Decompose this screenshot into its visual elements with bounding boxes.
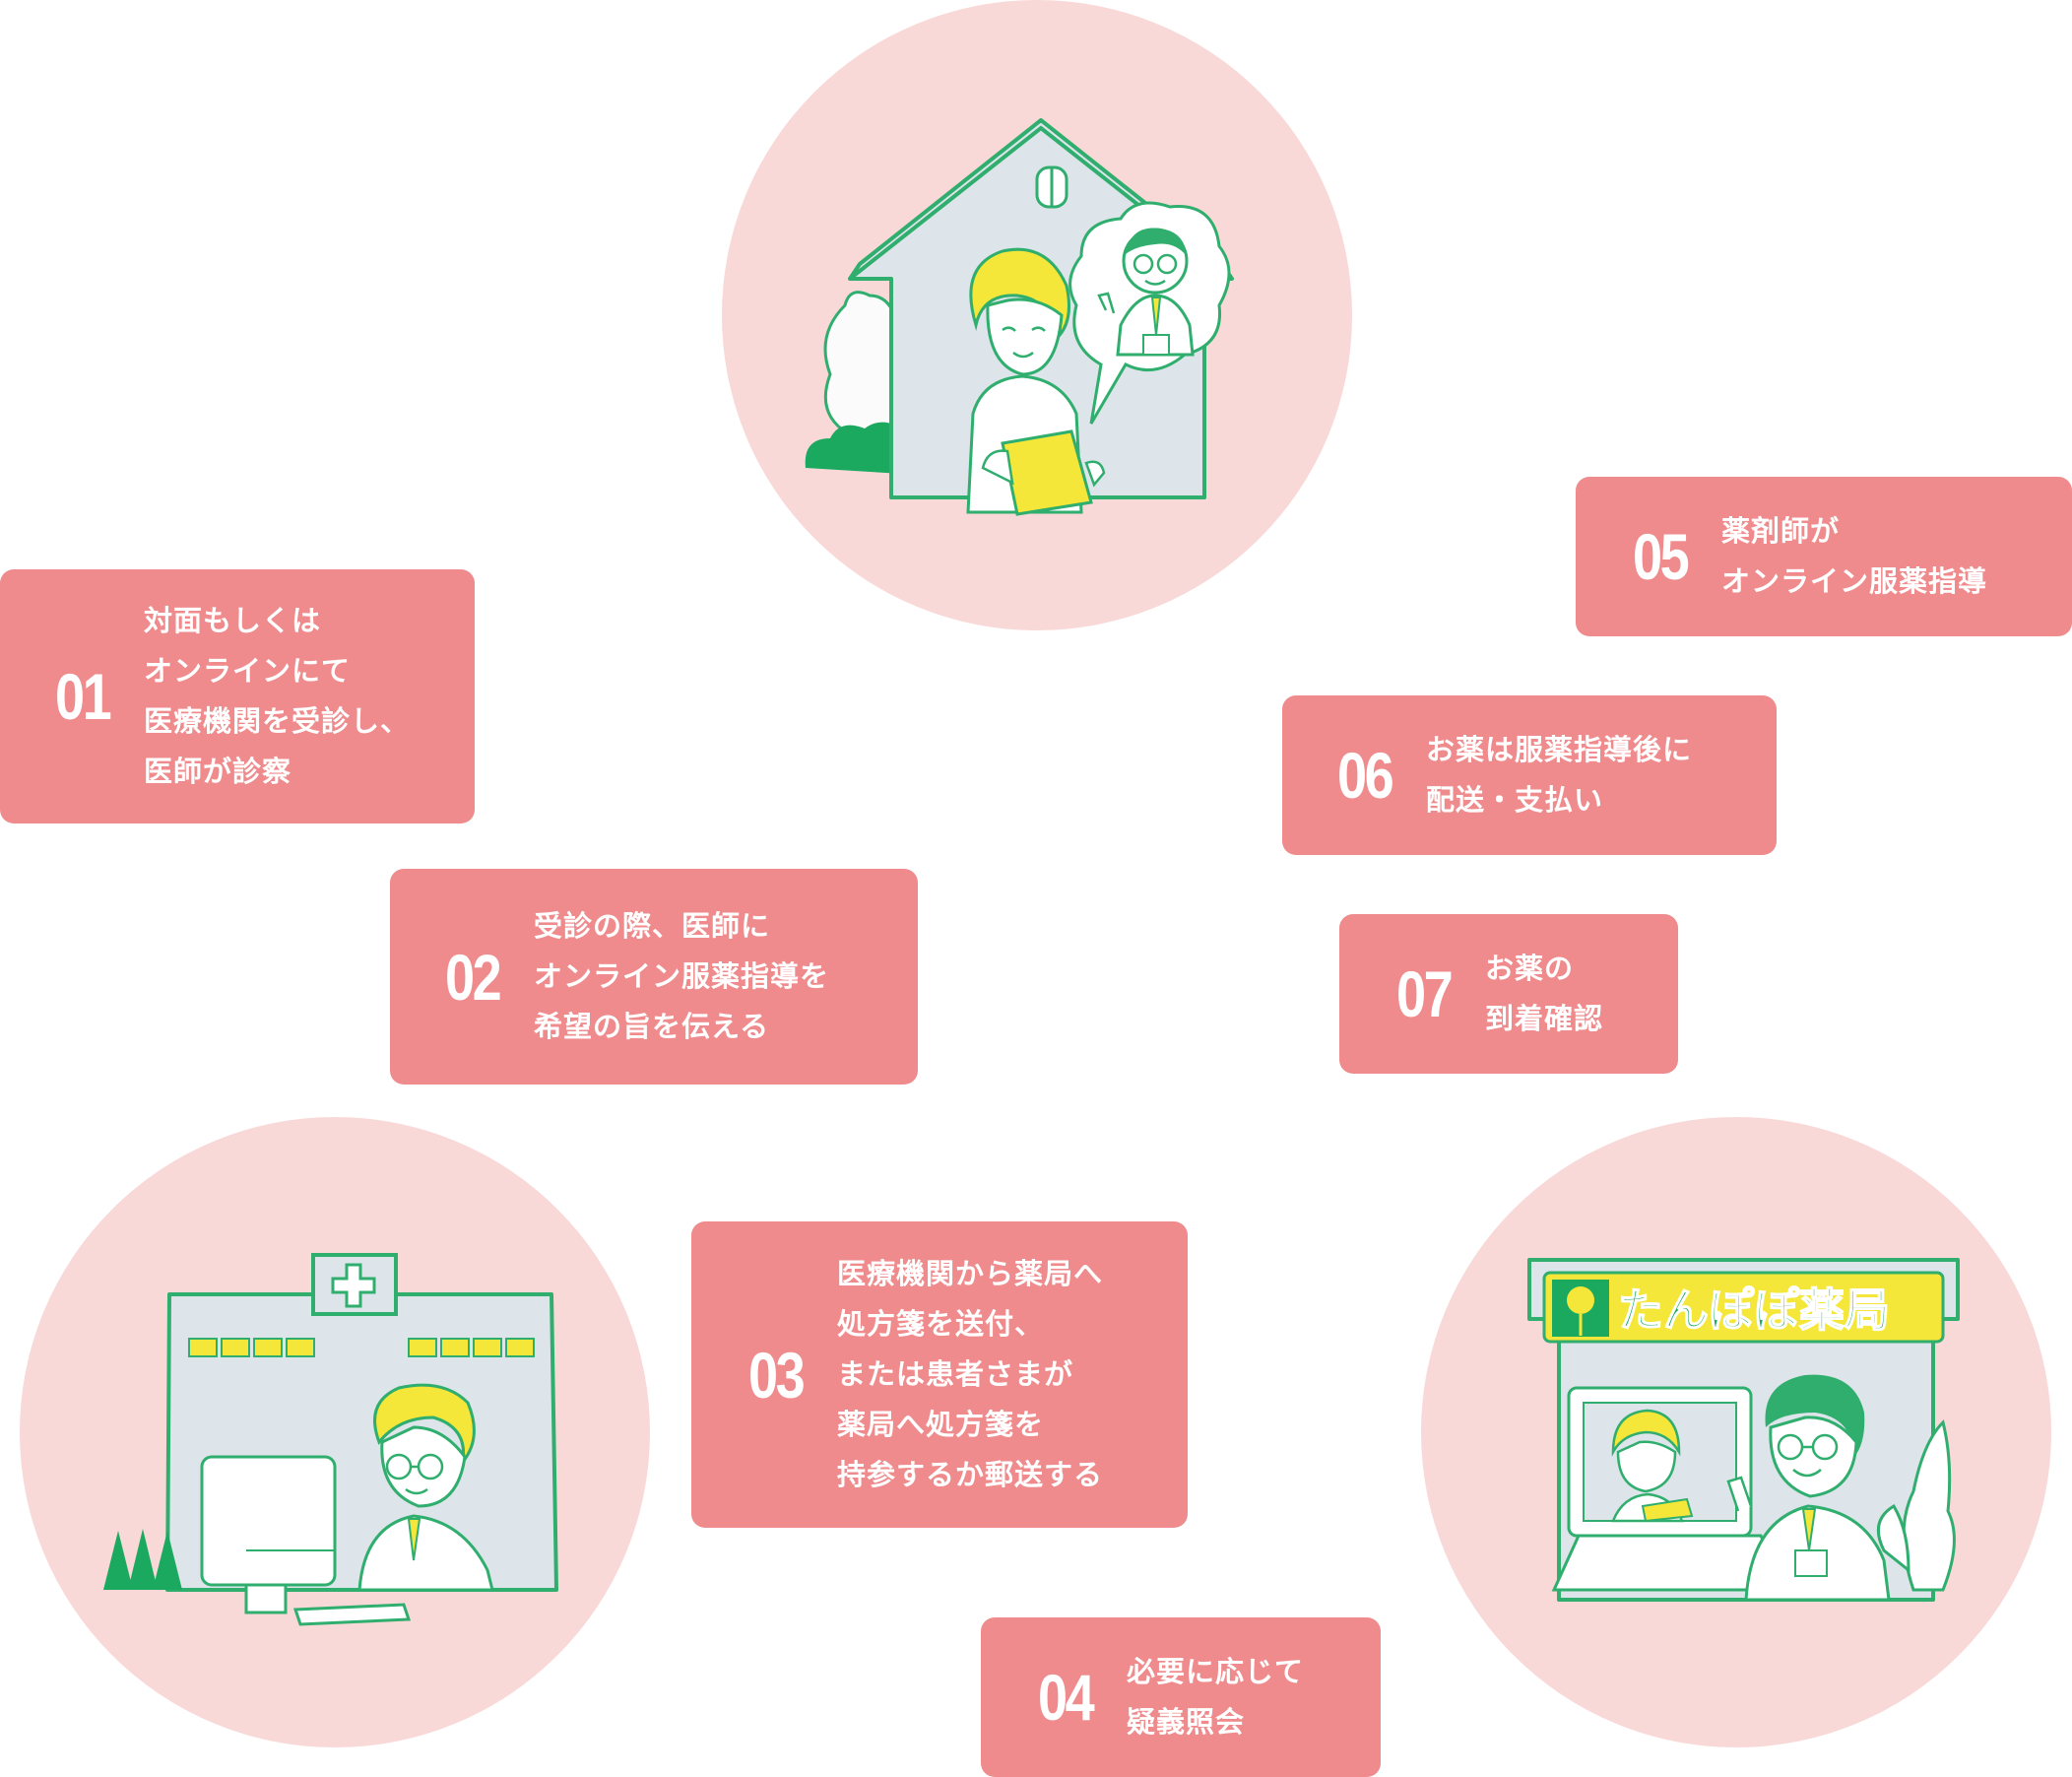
pharmacy-sign: たんぽぽ薬局	[1618, 1283, 1890, 1337]
step-number: 01	[55, 660, 112, 733]
step-03: 03 医療機関から薬局へ 処方箋を送付、 または患者さまが 薬局へ処方箋を 持参…	[691, 1221, 1188, 1528]
dandelion-icon	[1552, 1280, 1609, 1337]
step-01: 01 対面もしくは オンラインにて 医療機関を受診し、 医師が診察	[0, 569, 475, 823]
home-illustration	[805, 118, 1234, 516]
step-number: 02	[445, 940, 502, 1014]
step-05: 05 薬剤師が オンライン服薬指導	[1576, 477, 2072, 636]
step-text: 受診の際、医師に オンライン服薬指導を 希望の旨を伝える	[534, 909, 830, 1043]
hospital-illustration-circle	[20, 1117, 650, 1747]
pharmacy-illustration: たんぽぽ薬局	[1527, 1258, 1960, 1602]
step-number: 03	[748, 1338, 806, 1412]
step-text: お薬は服薬指導後に 配送・支払い	[1426, 733, 1693, 817]
home-illustration-circle	[722, 0, 1352, 630]
step-number: 06	[1337, 739, 1394, 812]
pharmacy-illustration-circle: たんぽぽ薬局	[1421, 1117, 2051, 1747]
step-text: 薬剤師が オンライン服薬指導	[1721, 514, 1988, 598]
step-04: 04 必要に応じて 疑義照会	[981, 1617, 1381, 1777]
hospital-illustration	[103, 1253, 558, 1626]
step-text: 対面もしくは オンラインにて 医療機関を受診し、 医師が診察	[144, 604, 411, 788]
step-number: 04	[1038, 1661, 1095, 1734]
step-number: 07	[1396, 957, 1454, 1030]
step-06: 06 お薬は服薬指導後に 配送・支払い	[1282, 695, 1777, 855]
step-07: 07 お薬の 到着確認	[1339, 914, 1678, 1074]
step-text: 必要に応じて 疑義照会	[1127, 1655, 1305, 1739]
step-text: お薬の 到着確認	[1485, 952, 1604, 1035]
step-number: 05	[1633, 520, 1690, 593]
step-02: 02 受診の際、医師に オンライン服薬指導を 希望の旨を伝える	[390, 869, 918, 1085]
step-text: 医療機関から薬局へ 処方箋を送付、 または患者さまが 薬局へ処方箋を 持参するか…	[837, 1257, 1104, 1491]
